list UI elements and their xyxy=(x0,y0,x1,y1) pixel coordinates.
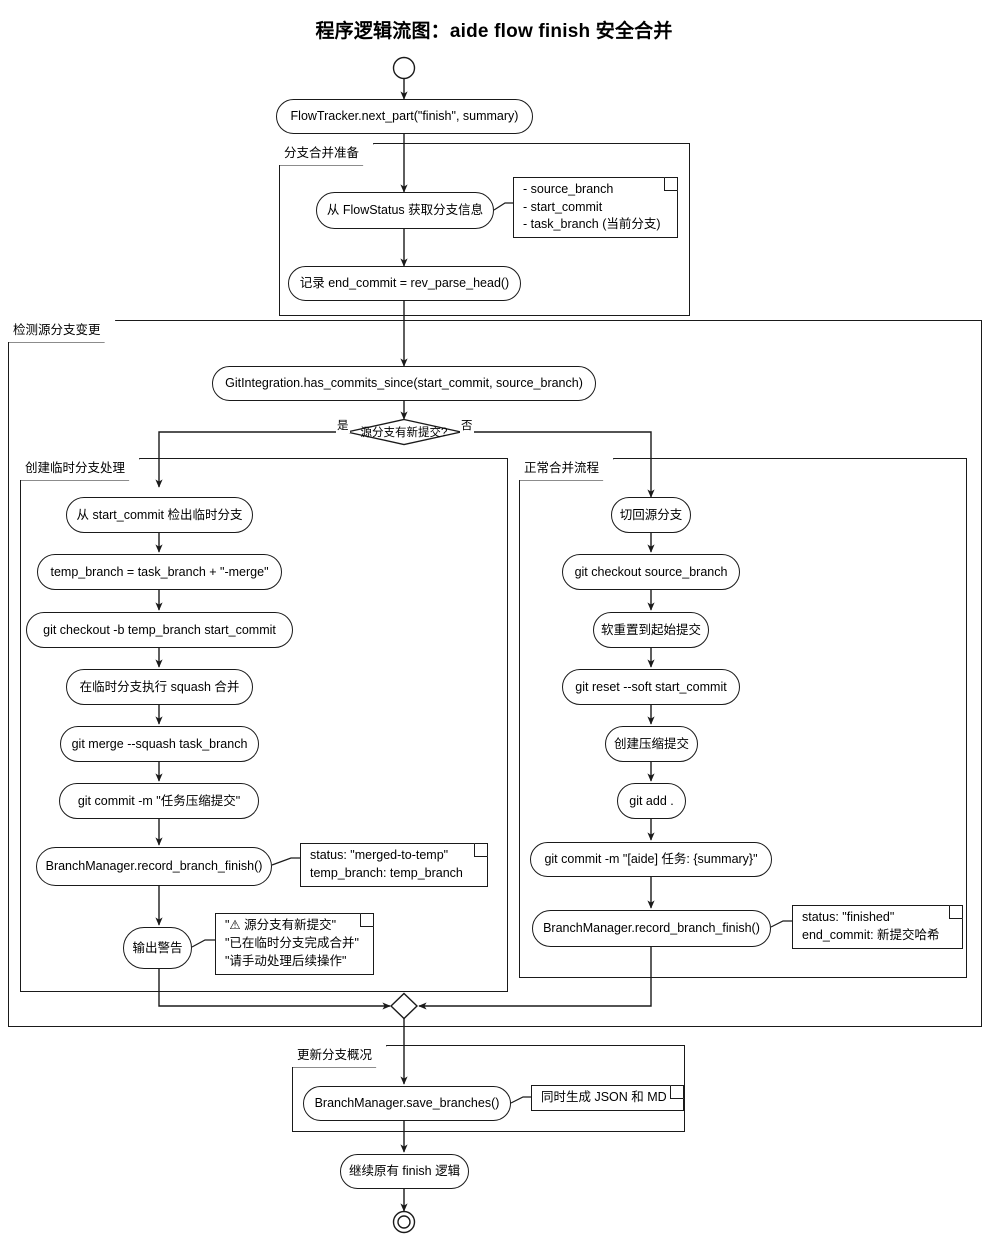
note-line: status: "merged-to-temp" xyxy=(310,848,449,863)
note-line: - start_commit xyxy=(523,199,603,214)
note-line: status: "finished" xyxy=(802,910,895,925)
note-line: - source_branch xyxy=(523,181,614,196)
note-fold-corner-icon xyxy=(664,177,678,191)
node-output-warning[interactable]: 输出警告 xyxy=(123,927,192,969)
note-line: - task_branch (当前分支) xyxy=(523,217,661,232)
node-temp-branch-name[interactable]: temp_branch = task_branch + "-merge" xyxy=(37,554,282,590)
group-detect: 检测源分支变更 xyxy=(8,320,982,1027)
node-squash-merge-on-temp-branch[interactable]: 在临时分支执行 squash 合并 xyxy=(66,669,253,705)
note-branch-info: - source_branch - start_commit - task_br… xyxy=(513,177,678,238)
note-line: "已在临时分支完成合并" xyxy=(225,936,359,951)
group-prepare-label: 分支合并准备 xyxy=(279,143,374,166)
note-save-branches-output: 同时生成 JSON 和 MD xyxy=(531,1085,684,1111)
node-get-branch-info[interactable]: 从 FlowStatus 获取分支信息 xyxy=(316,192,494,229)
note-line: temp_branch: temp_branch xyxy=(310,866,463,880)
node-git-add-all[interactable]: git add . xyxy=(617,783,686,819)
node-soft-reset-to-start-commit[interactable]: 软重置到起始提交 xyxy=(593,612,709,648)
node-git-reset-soft-start-commit[interactable]: git reset --soft start_commit xyxy=(562,669,740,705)
node-flowtracker-next-part[interactable]: FlowTracker.next_part("finish", summary) xyxy=(276,99,533,134)
page-title: 程序逻辑流图：aide flow finish 安全合并 xyxy=(315,21,673,42)
node-git-checkout-b-temp-branch[interactable]: git checkout -b temp_branch start_commit xyxy=(26,612,293,648)
note-line: 同时生成 JSON 和 MD xyxy=(541,1090,667,1105)
node-save-branches[interactable]: BranchManager.save_branches() xyxy=(303,1086,511,1121)
node-checkout-temp-from-start-commit[interactable]: 从 start_commit 检出临时分支 xyxy=(66,497,253,533)
node-record-branch-finish-temp[interactable]: BranchManager.record_branch_finish() xyxy=(36,847,272,886)
group-prepare: 分支合并准备 xyxy=(279,143,690,316)
group-temp-branch-flow: 创建临时分支处理 xyxy=(20,458,508,992)
note-fold-corner-icon xyxy=(670,1085,684,1099)
group-update-overview-label: 更新分支概况 xyxy=(292,1045,387,1068)
note-line: end_commit: 新提交哈希 xyxy=(802,928,940,942)
note-merged-to-temp: status: "merged-to-temp" temp_branch: te… xyxy=(300,843,488,887)
node-git-commit-aide-summary[interactable]: git commit -m "[aide] 任务: {summary}" xyxy=(530,842,772,877)
group-temp-branch-flow-label: 创建临时分支处理 xyxy=(20,458,140,481)
note-line: "⚠ 源分支有新提交" xyxy=(225,918,337,933)
group-normal-flow: 正常合并流程 xyxy=(519,458,967,978)
group-normal-flow-label: 正常合并流程 xyxy=(519,458,614,481)
node-create-squash-commit[interactable]: 创建压缩提交 xyxy=(605,726,698,762)
node-switch-back-to-source-branch[interactable]: 切回源分支 xyxy=(611,497,691,533)
edge-label-no: 否 xyxy=(460,420,474,433)
node-git-checkout-source-branch[interactable]: git checkout source_branch xyxy=(562,554,740,590)
node-record-end-commit[interactable]: 记录 end_commit = rev_parse_head() xyxy=(288,266,521,301)
group-detect-label: 检测源分支变更 xyxy=(8,320,116,343)
note-finished-status: status: "finished" end_commit: 新提交哈希 xyxy=(792,905,963,949)
node-continue-finish-logic[interactable]: 继续原有 finish 逻辑 xyxy=(340,1154,469,1189)
note-fold-corner-icon xyxy=(360,913,374,927)
group-update-overview: 更新分支概况 xyxy=(292,1045,685,1132)
node-git-merge-squash-task-branch[interactable]: git merge --squash task_branch xyxy=(60,726,259,762)
note-fold-corner-icon xyxy=(474,843,488,857)
note-warning-messages: "⚠ 源分支有新提交" "已在临时分支完成合并" "请手动处理后续操作" xyxy=(215,913,374,975)
note-line: "请手动处理后续操作" xyxy=(225,953,347,968)
edge-label-yes: 是 xyxy=(336,420,350,433)
node-git-commit-task-squash[interactable]: git commit -m "任务压缩提交" xyxy=(59,783,259,819)
note-fold-corner-icon xyxy=(949,905,963,919)
node-has-commits-since[interactable]: GitIntegration.has_commits_since(start_c… xyxy=(212,366,596,401)
node-record-branch-finish-normal[interactable]: BranchManager.record_branch_finish() xyxy=(532,910,771,947)
decision-source-branch-has-new-commits[interactable]: 源分支有新提交? xyxy=(360,427,448,439)
